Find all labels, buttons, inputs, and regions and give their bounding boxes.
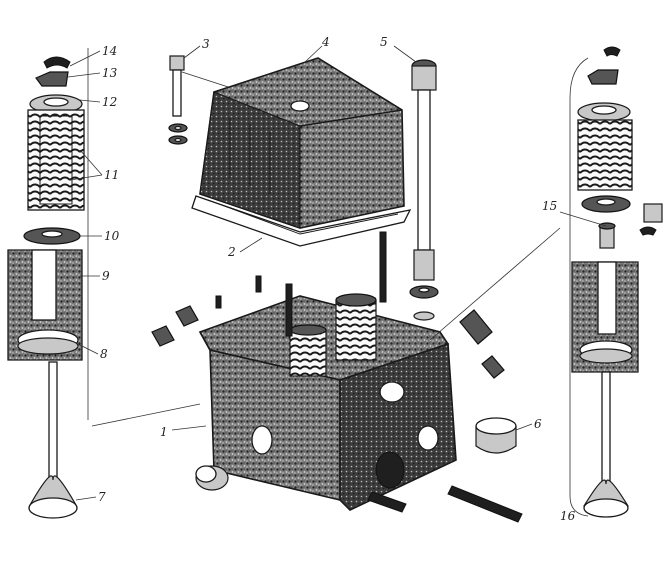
callout-8: 8 <box>100 347 108 361</box>
callout-12: 12 <box>102 95 117 109</box>
callout-6: 6 <box>534 417 542 431</box>
callout-5: 5 <box>380 35 388 49</box>
spring-retainer-13 <box>35 71 69 87</box>
valve-cotter-14 <box>43 56 71 69</box>
valve-cover-4 <box>199 45 405 229</box>
cover-gasket-2 <box>191 195 412 253</box>
cover-bolt-3 <box>168 45 263 145</box>
callout-15: 15 <box>542 199 557 213</box>
callout-10: 10 <box>104 229 120 243</box>
callout-16: 16 <box>560 509 576 523</box>
callout-14: 14 <box>102 44 117 58</box>
callout-1: 1 <box>160 425 168 439</box>
callout-9: 9 <box>102 269 110 283</box>
callout-13: 13 <box>102 66 118 80</box>
cylinder-head-1 <box>171 231 457 511</box>
valve-stem-7 <box>48 361 58 483</box>
push-rod-5 <box>393 45 439 321</box>
callout-11: 11 <box>104 168 119 182</box>
callout-labels: 1 2 3 4 5 6 7 8 9 10 11 12 13 14 15 16 <box>98 35 576 523</box>
right-valve-assembly <box>559 46 663 518</box>
valve-spring-inner-11 <box>39 115 73 205</box>
guide-sleeve-6 <box>475 417 533 454</box>
callout-3: 3 <box>202 37 210 51</box>
callout-4: 4 <box>321 35 330 49</box>
head-plugs <box>151 305 523 523</box>
callout-7: 7 <box>98 490 106 504</box>
left-valve-assembly <box>7 48 103 519</box>
callout-2: 2 <box>227 245 236 259</box>
